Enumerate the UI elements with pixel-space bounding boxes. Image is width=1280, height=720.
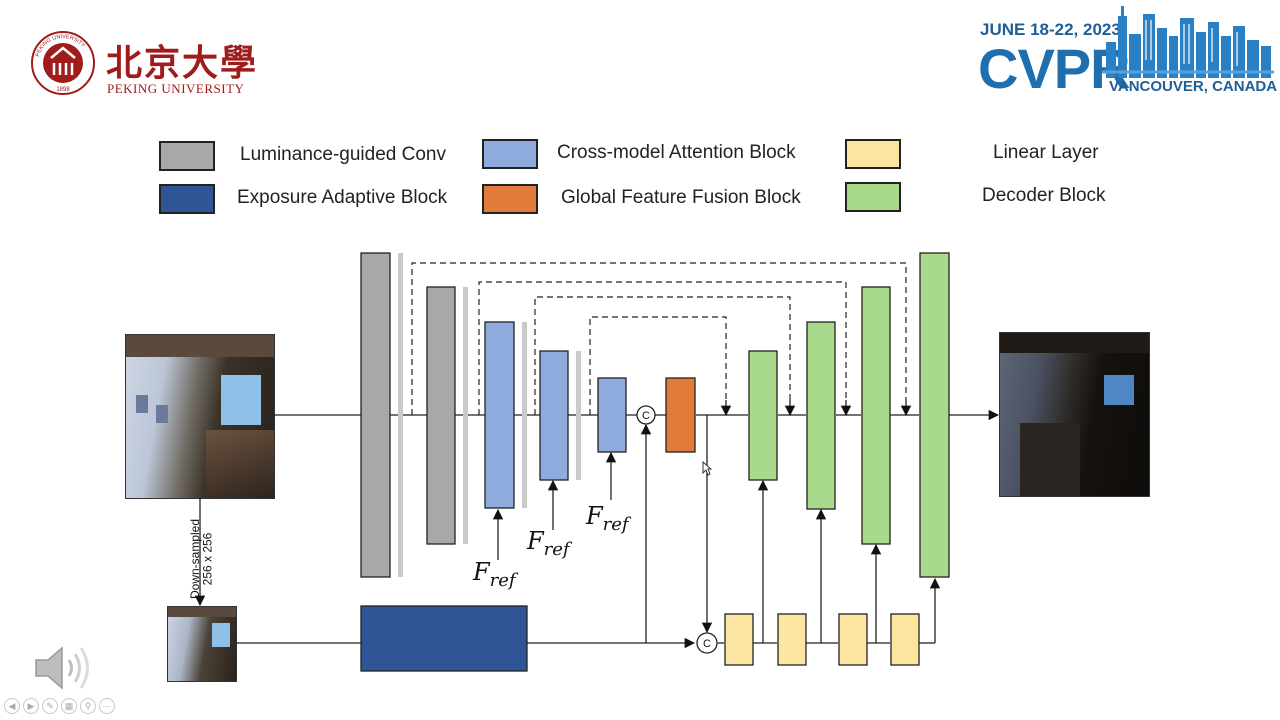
pen-icon[interactable]: ✎ bbox=[42, 698, 58, 714]
university-name-english: PEKING UNIVERSITY bbox=[107, 81, 245, 96]
legend-swatch-luminance-conv bbox=[159, 141, 215, 171]
downsample-label-line2: 256 x 256 bbox=[200, 532, 215, 586]
logo-year: 1898 bbox=[56, 87, 70, 93]
legend-swatch-decoder-block bbox=[845, 182, 901, 212]
mouse-cursor-icon bbox=[702, 461, 712, 476]
previous-icon[interactable]: ◀ bbox=[4, 698, 20, 714]
peking-university-logo: PEKING UNIVERSITY 1898 bbox=[31, 31, 95, 95]
conference-location: VANCOUVER, CANADA bbox=[1109, 78, 1278, 95]
legend-swatch-fusion-block bbox=[482, 184, 538, 214]
input-image bbox=[125, 334, 275, 499]
fref-label-2: Fref bbox=[527, 527, 570, 560]
fref-label-1: Fref bbox=[473, 558, 516, 591]
conference-name: CVPR bbox=[978, 37, 1131, 100]
slides-icon[interactable]: ▦ bbox=[61, 698, 77, 714]
legend-label-fusion-block: Global Feature Fusion Block bbox=[561, 187, 801, 208]
downsample-label: Down-sampled 256 x 256 bbox=[180, 519, 220, 600]
output-image bbox=[999, 332, 1150, 497]
legend-swatch-linear-layer bbox=[845, 139, 901, 169]
speaker-icon[interactable] bbox=[32, 640, 94, 696]
more-icon[interactable]: ⋯ bbox=[99, 698, 115, 714]
concat-symbol-top: C bbox=[642, 410, 650, 422]
legend-label-linear-layer: Linear Layer bbox=[993, 142, 1099, 163]
legend-label-luminance-conv: Luminance-guided Conv bbox=[240, 144, 446, 165]
legend-label-attention-block: Cross-model Attention Block bbox=[557, 142, 796, 163]
play-icon[interactable]: ▶ bbox=[23, 698, 39, 714]
downsampled-image bbox=[167, 606, 237, 682]
concat-symbol-bottom: C bbox=[703, 638, 711, 650]
university-name-chinese: 北京大學 bbox=[106, 42, 259, 84]
legend-label-exposure-block: Exposure Adaptive Block bbox=[237, 187, 448, 208]
conference-date: JUNE 18-22, 2023 bbox=[980, 20, 1121, 39]
legend-label-decoder-block: Decoder Block bbox=[982, 185, 1106, 206]
legend-swatch-attention-block bbox=[482, 139, 538, 169]
zoom-icon[interactable]: ⚲ bbox=[80, 698, 96, 714]
fref-label-3: Fref bbox=[586, 502, 629, 535]
presentation-toolbar: ◀ ▶ ✎ ▦ ⚲ ⋯ bbox=[4, 698, 115, 716]
vancouver-skyline-icon bbox=[1102, 6, 1274, 78]
legend-swatch-exposure-block bbox=[159, 184, 215, 214]
